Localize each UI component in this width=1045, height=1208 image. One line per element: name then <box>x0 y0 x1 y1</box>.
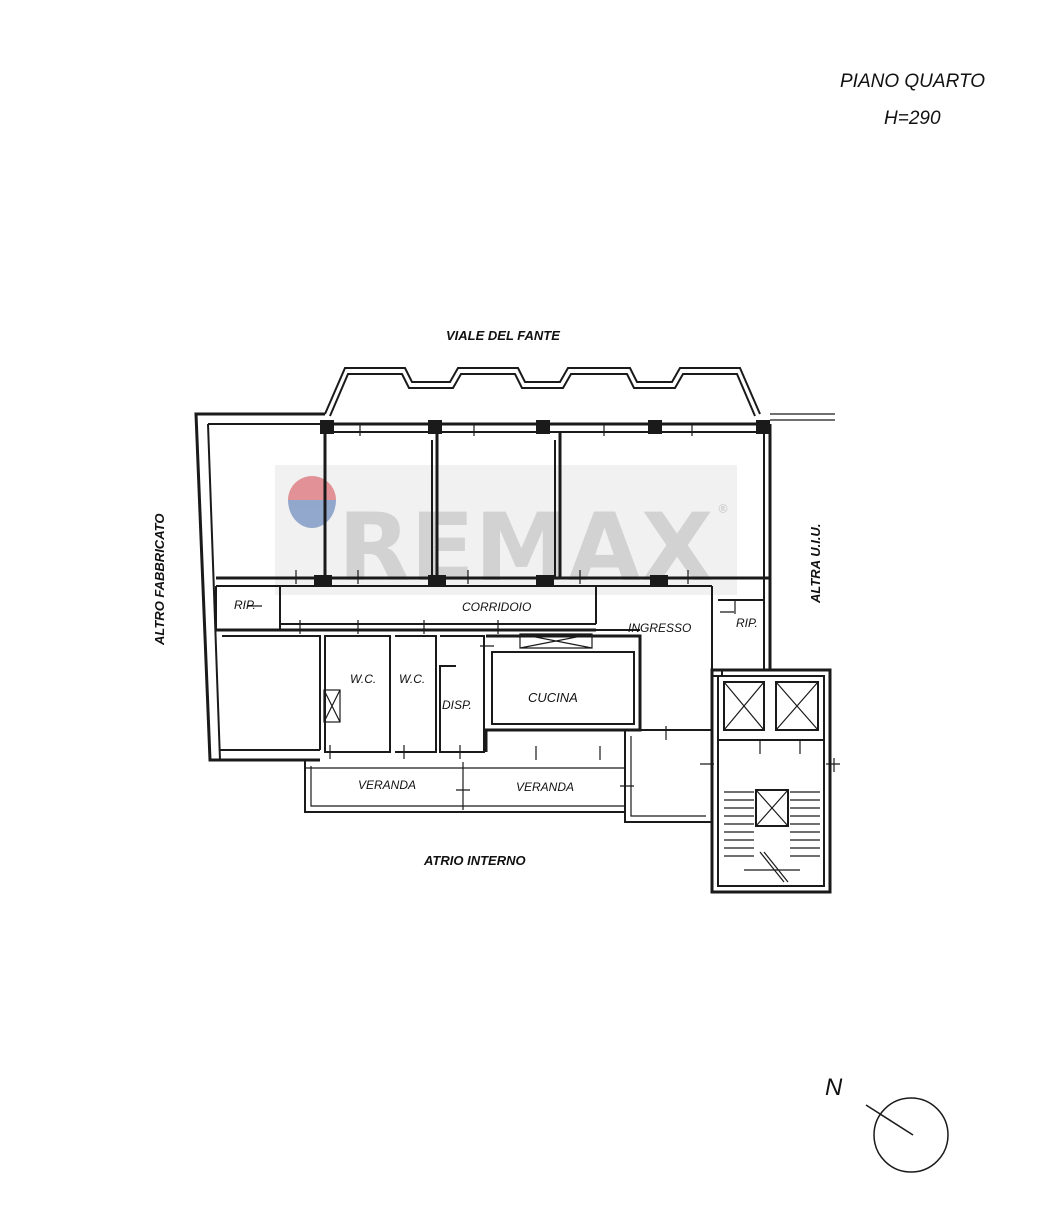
stair-core <box>710 668 832 894</box>
vent-shaft-icon <box>323 689 341 723</box>
room-pantry: DISP. <box>442 698 472 712</box>
street-north-label: VIALE DEL FANTE <box>446 328 560 343</box>
room-corridor: CORRIDOIO <box>462 600 531 614</box>
room-kitchen: CUCINA <box>528 690 578 705</box>
street-west-label: ALTRO FABBRICATO <box>152 514 167 646</box>
room-rip-left: RIP. <box>234 598 256 612</box>
street-south-label: ATRIO INTERNO <box>423 853 526 868</box>
room-veranda2: VERANDA <box>516 780 574 794</box>
watermark-registered: ® <box>717 502 729 516</box>
room-wc1: W.C. <box>350 672 376 686</box>
room-entrance: INGRESSO <box>628 621 691 635</box>
compass-north-label: N <box>825 1074 843 1101</box>
room-veranda1: VERANDA <box>358 778 416 792</box>
street-east-label: ALTRA U.I.U. <box>808 524 823 604</box>
door-marks <box>248 424 840 791</box>
column-stubs <box>314 420 770 587</box>
remax-watermark: REMAX ® <box>275 465 737 603</box>
room-rip-right: RIP. <box>736 616 758 630</box>
internal-walls <box>215 424 770 753</box>
floor-height: H=290 <box>884 108 941 129</box>
floor-title: PIANO QUARTO <box>840 71 985 92</box>
north-compass-icon: N <box>825 1074 949 1173</box>
room-wc2: W.C. <box>399 672 425 686</box>
